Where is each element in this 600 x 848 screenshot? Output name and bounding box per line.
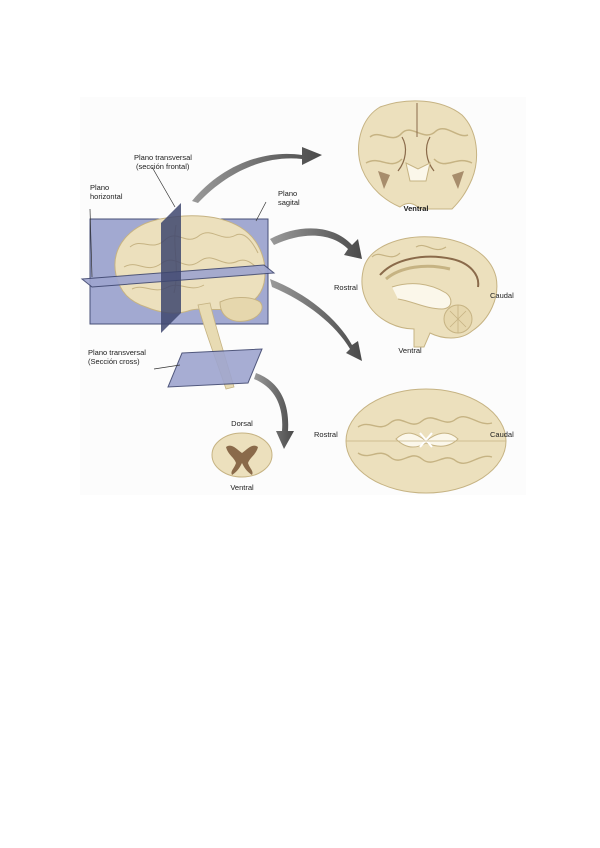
label-sagittal-ventral: Ventral — [398, 346, 422, 355]
label-coronal-ventral: Ventral — [403, 204, 429, 213]
arrow-to-spinal — [254, 373, 294, 449]
label-plane-transversal-2: (sección frontal) — [136, 162, 190, 171]
transversal-plane — [161, 203, 181, 333]
label-plane-horizontal-2: horizontal — [90, 192, 123, 201]
label-spinal-ventral: Ventral — [230, 483, 254, 492]
label-horizontal-rostral: Rostral — [314, 430, 338, 439]
sagittal-section — [361, 236, 498, 348]
cross-section-plane — [167, 348, 263, 388]
arrow-to-coronal — [192, 147, 322, 203]
spinal-cord-section — [211, 432, 273, 478]
label-plane-sagittal-2: sagital — [278, 198, 300, 207]
label-plane-horizontal-1: Plano — [90, 183, 110, 192]
arrows — [192, 147, 362, 449]
label-plane-cross-2: (Sección cross) — [88, 357, 140, 366]
horizontal-section — [345, 388, 507, 494]
brain-planes-drawing — [80, 100, 507, 494]
label-plane-transversal-1: Plano transversal — [134, 153, 192, 162]
label-plane-cross-1: Plano transversal — [88, 348, 146, 357]
leader-lines — [89, 166, 267, 370]
label-horizontal-caudal: Caudal — [490, 430, 514, 439]
brain-planes-figure: Plano transversal (sección frontal) Plan… — [80, 97, 526, 495]
coronal-section — [358, 100, 478, 210]
label-spinal-dorsal: Dorsal — [231, 419, 253, 428]
arrow-to-horizontal — [270, 279, 362, 361]
arrow-to-sagittal — [270, 228, 362, 259]
label-sagittal-caudal: Caudal — [490, 291, 514, 300]
label-plane-sagittal-1: Plano — [278, 189, 298, 198]
label-sagittal-rostral: Rostral — [334, 283, 358, 292]
